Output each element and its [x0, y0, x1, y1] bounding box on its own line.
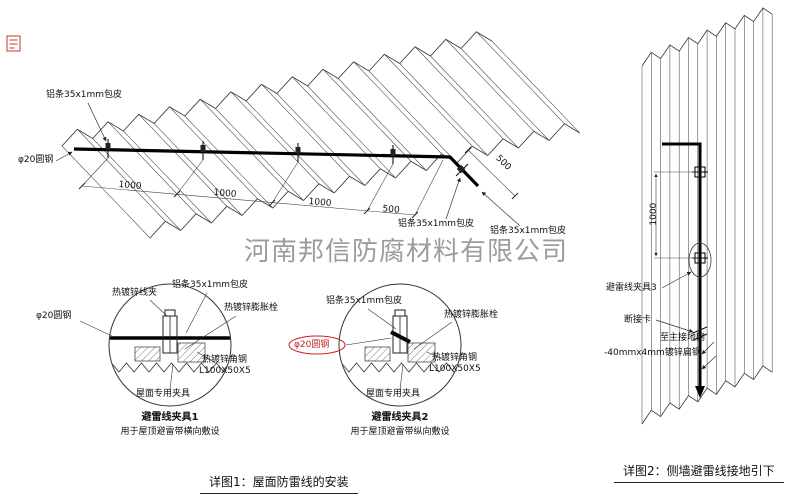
detail1-angle-steel-label: 热镀锌角钢	[202, 355, 248, 365]
detail1-title: 避雷线夹具1	[141, 412, 199, 423]
roof-dimension-lines	[78, 146, 519, 219]
detail1-strip-label: 铝条35x1mm包皮	[172, 280, 249, 290]
roof-lightning-wire	[73, 139, 480, 188]
detail2-angle-spec-label: L100X50X5	[429, 364, 481, 374]
detail2-subtitle: 用于屋顶避雷带纵向敷设	[350, 427, 450, 437]
detail1-angle-spec-label: L100X50X5	[199, 366, 251, 376]
detail1-round-steel-label: φ20圆钢	[36, 311, 72, 321]
red-highlight-ellipse	[288, 335, 346, 355]
wall-corrugation	[641, 7, 773, 425]
wall-dimension-lines	[654, 171, 698, 259]
detail2-strip-label: 铝条35x1mm包皮	[326, 296, 403, 306]
watermark-text: 河南邦信防腐材料有限公司	[244, 237, 569, 267]
roof-strip-label-right: 铝条35x1mm包皮	[490, 226, 567, 236]
roof-leader-lines	[55, 102, 521, 227]
detail1-roof-clamp-label: 屋面专用夹具	[136, 389, 191, 399]
caption-detail1: 详图1：屋面防雷线的安装	[200, 473, 358, 494]
wall-clamp3-label: 避雷线夹具3	[606, 283, 657, 293]
down-arrow	[695, 386, 705, 398]
wall-dim-1000: 1000	[648, 202, 659, 226]
roof-strip-label-top: 铝条35x1mm包皮	[46, 90, 123, 100]
detail1-leader-lines	[79, 292, 237, 391]
detail2-leader-lines	[345, 308, 453, 391]
wall-disconnect-label: 断接卡	[624, 315, 652, 325]
red-seal-icon	[6, 35, 21, 52]
wall-flat-steel-label: -40mmx4mm镀锌扁钢	[604, 348, 701, 358]
detail1-subtitle: 用于屋顶避雷带横向敷设	[120, 427, 220, 437]
detail1-anchor-bolt-label: 热镀锌膨胀栓	[224, 303, 279, 313]
wall-down-lead	[662, 142, 712, 398]
detail2-anchor-bolt-label: 热镀锌膨胀栓	[444, 310, 499, 320]
roof-round-steel-label: φ20圆钢	[18, 155, 54, 165]
wall-leader-lines	[655, 271, 717, 370]
detail2-roof-clamp-label: 屋面专用夹具	[366, 389, 421, 399]
wire-clamp-marks	[105, 143, 466, 174]
detail2-round-steel-label: φ20圆钢	[294, 340, 330, 350]
caption-detail2: 详图2：侧墙避雷线接地引下	[614, 462, 784, 483]
detail2-drawing	[288, 283, 462, 407]
detail2-angle-steel-label: 热镀锌角钢	[432, 353, 478, 363]
clamp3-highlight-ellipse	[688, 242, 712, 278]
roof-strip-label-bottom: 铝条35x1mm包皮	[398, 219, 475, 229]
wall-to-ground-label: 至主接地网	[660, 333, 706, 343]
detail2-title: 避雷线夹具2	[371, 412, 429, 423]
detail1-drawing	[79, 283, 237, 407]
detail1-wire-clip-label: 热镀锌线夹	[112, 288, 158, 298]
